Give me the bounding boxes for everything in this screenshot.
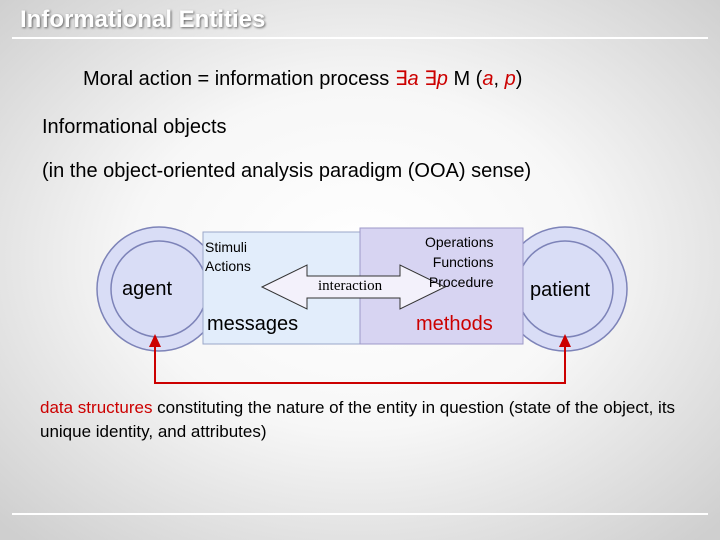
formula-separator: , bbox=[493, 68, 505, 90]
messages-label: messages bbox=[207, 313, 299, 335]
data-structures-connector bbox=[154, 344, 566, 384]
formula-arg-p: p bbox=[504, 68, 516, 90]
data-structures-highlight: data structures bbox=[40, 398, 153, 417]
title-divider bbox=[12, 37, 708, 39]
formula-close: ) bbox=[515, 68, 523, 90]
operations-line: Operations bbox=[425, 234, 494, 250]
informational-objects-heading: Informational objects bbox=[42, 116, 227, 138]
ooa-sense-text: (in the object-oriented analysis paradig… bbox=[42, 160, 532, 182]
formula-arg-a: a bbox=[482, 68, 494, 90]
slide-title: Informational Entities bbox=[20, 6, 266, 33]
formula-quantifiers: ∃a ∃p bbox=[394, 68, 448, 90]
patient-label: patient bbox=[530, 279, 591, 301]
data-structures-note: data structures constituting the nature … bbox=[40, 396, 700, 444]
formula-line: Moral action = information process ∃a ∃p… bbox=[83, 66, 522, 91]
formula-prefix: Moral action = information process bbox=[83, 68, 395, 90]
data-structures-description: constituting the nature of the entity in… bbox=[40, 398, 676, 441]
agent-label: agent bbox=[122, 278, 173, 300]
connector-arrowhead-right bbox=[559, 334, 571, 347]
functions-line: Functions bbox=[432, 254, 494, 270]
footer-divider bbox=[12, 513, 708, 515]
procedure-line: Procedure bbox=[428, 274, 494, 290]
methods-label: methods bbox=[416, 313, 493, 335]
connector-arrowhead-left bbox=[149, 334, 161, 347]
stimuli-line: Stimuli bbox=[205, 239, 248, 255]
interaction-arrow bbox=[260, 264, 447, 310]
stimuli-actions-label: Stimuli Actions bbox=[205, 238, 251, 276]
formula-relation: M ( bbox=[447, 68, 483, 90]
interaction-label: interaction bbox=[318, 278, 383, 294]
actions-line: Actions bbox=[205, 258, 251, 274]
operations-label: Operations Functions Procedure bbox=[425, 232, 493, 292]
